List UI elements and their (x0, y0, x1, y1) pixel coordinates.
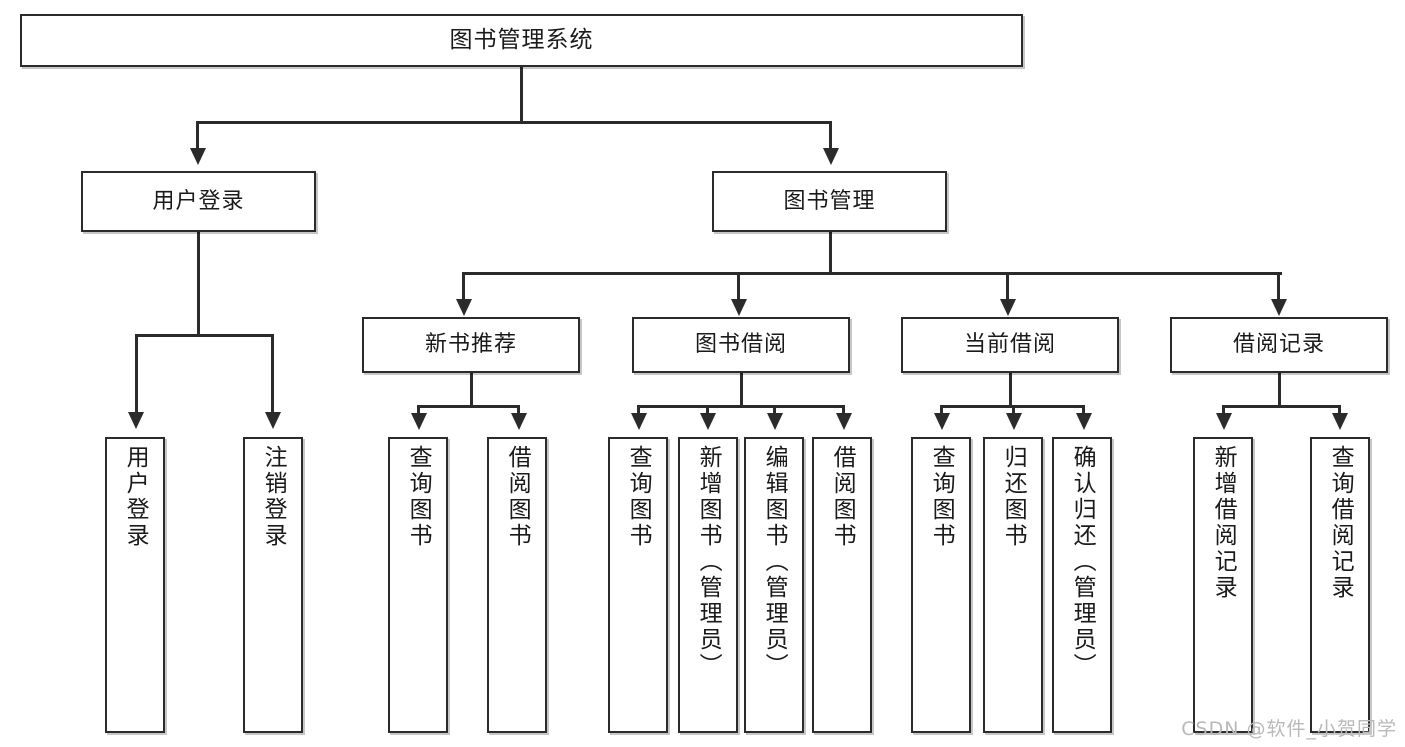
node-leaf-borrow-book-1[interactable]: 借阅图书 (487, 437, 547, 733)
edge-userlogin-stem (197, 232, 200, 335)
arrow-current-borrow (1000, 299, 1016, 316)
node-book-borrow[interactable]: 图书借阅 (632, 317, 850, 373)
node-current-borrow-label: 当前借阅 (963, 332, 1056, 358)
arrow-leaf-borrow-book-1 (511, 413, 527, 430)
node-leaf-return-book-label: 归还图书 (1000, 445, 1027, 549)
arrow-leaf-add-book (700, 413, 716, 430)
node-leaf-edit-book-label: 编辑图书（管理员） (761, 445, 788, 679)
node-borrow-record[interactable]: 借阅记录 (1170, 317, 1388, 373)
edge-cb-to-leaf2 (1012, 405, 1015, 414)
node-leaf-user-login[interactable]: 用户登录 (105, 437, 165, 733)
node-leaf-edit-book[interactable]: 编辑图书（管理员） (744, 437, 804, 733)
edge-bm-to-new-book-rec (462, 272, 465, 300)
edge-bookborrow-stem (740, 373, 743, 406)
node-leaf-borrow-book-1-label: 借阅图书 (504, 445, 531, 549)
node-borrow-record-label: 借阅记录 (1232, 332, 1325, 358)
arrow-leaf-logout (265, 412, 281, 429)
arrow-leaf-confirm-return (1076, 413, 1092, 430)
node-leaf-query-book-3-label: 查询图书 (928, 445, 955, 549)
edge-newbook-to-leaf1 (417, 405, 420, 414)
arrow-leaf-edit-book (767, 413, 783, 430)
arrow-leaf-user-login (128, 412, 144, 429)
edge-root-to-book-manage (829, 121, 832, 149)
edge-bookmanage-bus (462, 272, 1282, 275)
node-leaf-query-book-1-label: 查询图书 (405, 445, 432, 549)
node-new-book-rec[interactable]: 新书推荐 (362, 317, 580, 373)
edge-curborrow-stem (1009, 373, 1012, 406)
edge-userlogin-to-leaf2 (271, 334, 274, 413)
arrow-borrow-record (1271, 299, 1287, 316)
edge-root-bus (196, 121, 832, 124)
edge-bb-to-leaf4 (842, 405, 845, 414)
node-book-manage[interactable]: 图书管理 (712, 171, 947, 232)
edge-br-to-leaf1 (1222, 405, 1225, 414)
arrow-book-borrow (731, 299, 747, 316)
arrow-leaf-query-book-3 (934, 413, 950, 430)
arrow-leaf-borrow-book-2 (836, 413, 852, 430)
edge-newbook-bus (417, 405, 520, 408)
node-new-book-rec-label: 新书推荐 (424, 332, 517, 358)
edge-userlogin-bus (135, 334, 274, 337)
arrow-leaf-add-record (1216, 413, 1232, 430)
node-leaf-confirm-return-label: 确认归还（管理员） (1069, 445, 1096, 679)
node-root-label: 图书管理系统 (449, 27, 594, 54)
node-user-login-label: 用户登录 (152, 188, 245, 214)
edge-bookmanage-stem (829, 232, 832, 273)
edge-borrowrec-bus (1222, 405, 1341, 408)
node-leaf-return-book[interactable]: 归还图书 (983, 437, 1043, 733)
node-leaf-borrow-book-2[interactable]: 借阅图书 (812, 437, 872, 733)
node-leaf-query-book-2[interactable]: 查询图书 (608, 437, 668, 733)
edge-newbook-stem (470, 373, 473, 406)
edge-userlogin-to-leaf1 (135, 334, 138, 413)
node-book-borrow-label: 图书借阅 (694, 332, 787, 358)
edge-cb-to-leaf1 (940, 405, 943, 414)
edge-root-stem (520, 67, 523, 122)
arrow-leaf-query-book-2 (631, 413, 647, 430)
node-current-borrow[interactable]: 当前借阅 (901, 317, 1119, 373)
node-leaf-query-book-1[interactable]: 查询图书 (388, 437, 448, 733)
arrow-leaf-query-book-1 (411, 413, 427, 430)
edge-bb-to-leaf2 (706, 405, 709, 414)
edge-bookborrow-bus (637, 405, 845, 408)
arrow-leaf-return-book (1006, 413, 1022, 430)
edge-bm-to-borrow-record (1277, 272, 1280, 300)
edge-borrowrec-stem (1278, 373, 1281, 406)
node-leaf-add-book[interactable]: 新增图书（管理员） (678, 437, 738, 733)
node-leaf-query-record-label: 查询借阅记录 (1327, 445, 1354, 601)
edge-bm-to-current-borrow (1006, 272, 1009, 300)
node-leaf-query-record[interactable]: 查询借阅记录 (1310, 437, 1370, 733)
node-user-login[interactable]: 用户登录 (81, 171, 316, 232)
node-leaf-add-record[interactable]: 新增借阅记录 (1193, 437, 1253, 733)
edge-bb-to-leaf3 (773, 405, 776, 414)
node-leaf-add-record-label: 新增借阅记录 (1210, 445, 1237, 601)
arrow-book-manage (823, 148, 839, 165)
node-leaf-query-book-2-label: 查询图书 (625, 445, 652, 549)
node-leaf-confirm-return[interactable]: 确认归还（管理员） (1052, 437, 1112, 733)
watermark: CSDN @软件_小贺同学 (1181, 718, 1397, 740)
edge-bm-to-book-borrow (737, 272, 740, 300)
edge-br-to-leaf2 (1338, 405, 1341, 414)
arrow-new-book-rec (456, 299, 472, 316)
edge-cb-to-leaf3 (1082, 405, 1085, 414)
edge-newbook-to-leaf2 (517, 405, 520, 414)
arrow-user-login (190, 148, 206, 165)
node-leaf-user-login-label: 用户登录 (122, 445, 149, 549)
edge-bb-to-leaf1 (637, 405, 640, 414)
node-leaf-logout[interactable]: 注销登录 (243, 437, 303, 733)
node-leaf-query-book-3[interactable]: 查询图书 (911, 437, 971, 733)
node-leaf-logout-label: 注销登录 (260, 445, 287, 549)
node-book-manage-label: 图书管理 (783, 188, 876, 214)
node-root[interactable]: 图书管理系统 (20, 14, 1023, 67)
node-leaf-add-book-label: 新增图书（管理员） (695, 445, 722, 679)
node-leaf-borrow-book-2-label: 借阅图书 (829, 445, 856, 549)
edge-root-to-user-login (196, 121, 199, 149)
arrow-leaf-query-record (1332, 413, 1348, 430)
